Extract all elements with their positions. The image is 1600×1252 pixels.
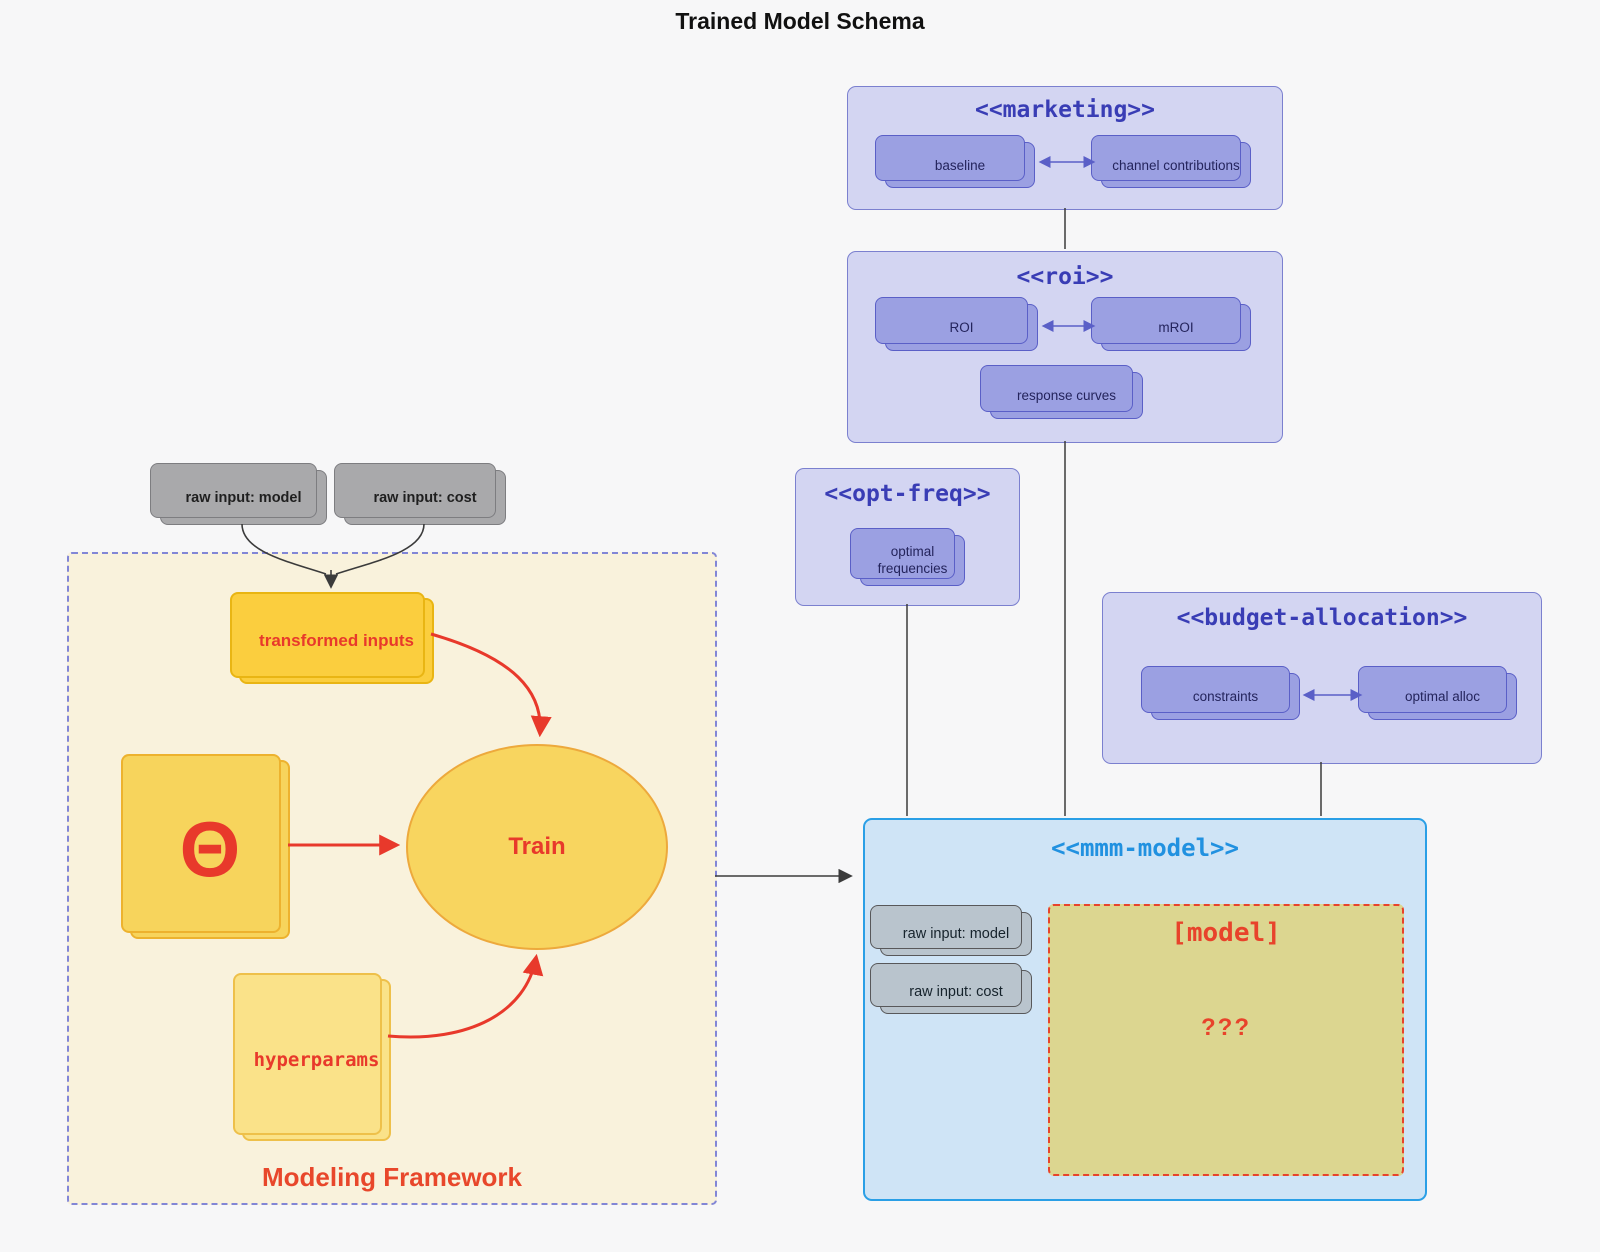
- model-unknown-label: ???: [1201, 1014, 1251, 1041]
- marketing-container: <<marketing>> baseline channel contribut…: [847, 86, 1283, 210]
- node-baseline: baseline: [875, 135, 1035, 188]
- budget-allocation-header: <<budget-allocation>>: [1176, 605, 1468, 631]
- roi-header: <<roi>>: [1016, 264, 1114, 290]
- opt-freq-container: <<opt-freq>> optimal frequencies: [795, 468, 1020, 606]
- model-placeholder-box: [model] ???: [1048, 904, 1404, 1176]
- node-roi: ROI: [875, 297, 1038, 351]
- node-optimal-frequencies: optimal frequencies: [850, 528, 965, 586]
- budget-allocation-container: <<budget-allocation>> constraints optima…: [1102, 592, 1542, 764]
- node-theta: Θ: [121, 754, 290, 939]
- node-train: Train: [406, 744, 668, 950]
- node-mmm-raw-input-cost: raw input: cost: [870, 963, 1032, 1014]
- node-response-curves: response curves: [980, 365, 1143, 419]
- modeling-framework-label: Modeling Framework: [261, 1162, 523, 1192]
- node-mroi: mROI: [1091, 297, 1251, 351]
- node-hyperparams: hyperparams: [233, 973, 391, 1141]
- marketing-header: <<marketing>>: [974, 97, 1155, 123]
- roi-container: <<roi>> ROI mROI response curves: [847, 251, 1283, 443]
- opt-freq-header: <<opt-freq>>: [824, 481, 991, 507]
- node-raw-input-cost: raw input: cost: [334, 463, 506, 525]
- mmm-model-header: <<mmm-model>>: [1051, 834, 1239, 862]
- model-label: [model]: [1171, 918, 1281, 948]
- node-mmm-raw-input-model: raw input: model: [870, 905, 1032, 956]
- node-optimal-alloc: optimal alloc: [1358, 666, 1517, 720]
- node-transformed-inputs: transformed inputs: [230, 592, 434, 684]
- node-constraints: constraints: [1141, 666, 1300, 720]
- node-raw-input-model: raw input: model: [150, 463, 327, 525]
- node-channel-contributions: channel contributions: [1091, 135, 1251, 188]
- diagram-title: Trained Model Schema: [675, 8, 925, 34]
- mmm-model-container: <<mmm-model>> raw input: model raw input…: [863, 818, 1427, 1201]
